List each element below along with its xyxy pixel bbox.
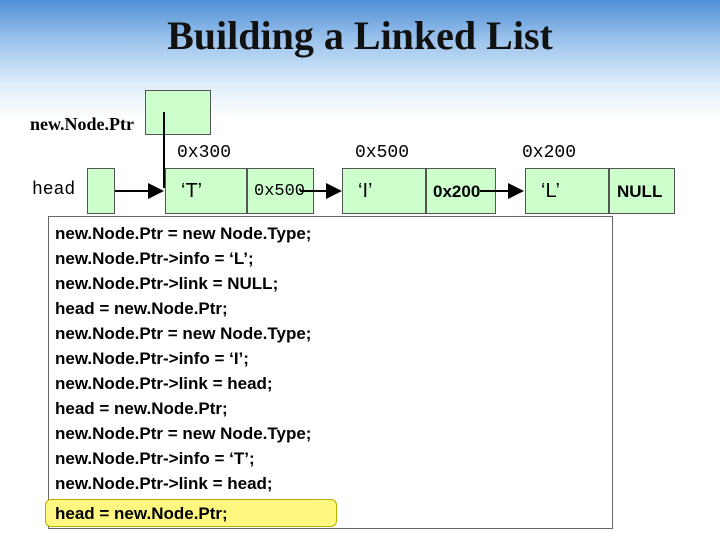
new-node-ptr-label: new.Node.Ptr (30, 114, 134, 134)
code-line: head = new.Node.Ptr; (55, 299, 228, 318)
address-label: 0x200 (522, 143, 577, 163)
code-line: new.Node.Ptr->info = ‘I’; (55, 349, 249, 368)
head-box (87, 168, 115, 214)
head-label: head (32, 180, 76, 200)
code-line: new.Node.Ptr = new Node.Type; (55, 324, 312, 343)
node-link-text: NULL (617, 182, 663, 201)
code-line: head = new.Node.Ptr; (55, 504, 228, 523)
node-info-text: ‘L’ (541, 180, 560, 202)
code-panel (48, 216, 613, 529)
node-link-text: 0x200 (433, 182, 481, 201)
node-info-cell (342, 168, 426, 214)
node-link-cell (609, 168, 675, 214)
address-label: 0x300 (177, 143, 232, 163)
node-link-text: 0x500 (254, 182, 306, 201)
code-line: new.Node.Ptr->link = NULL; (55, 274, 279, 293)
code-line: new.Node.Ptr->info = ‘L’; (55, 249, 254, 268)
node-info-text: ‘T’ (181, 180, 203, 202)
node-info-text: ‘I’ (358, 180, 373, 202)
address-label: 0x500 (355, 143, 410, 163)
code-line: new.Node.Ptr->link = head; (55, 474, 273, 493)
node-info-cell (525, 168, 609, 214)
code-line: new.Node.Ptr = new Node.Type; (55, 424, 312, 443)
page-title: Building a Linked List (167, 13, 553, 58)
code-line: new.Node.Ptr = new Node.Type; (55, 224, 312, 243)
code-line: head = new.Node.Ptr; (55, 399, 228, 418)
code-line: new.Node.Ptr->info = ‘T’; (55, 449, 255, 468)
code-line: new.Node.Ptr->link = head; (55, 374, 273, 393)
node-info-cell (165, 168, 247, 214)
highlight-current-line (45, 499, 337, 527)
new-node-ptr-box (145, 90, 211, 135)
